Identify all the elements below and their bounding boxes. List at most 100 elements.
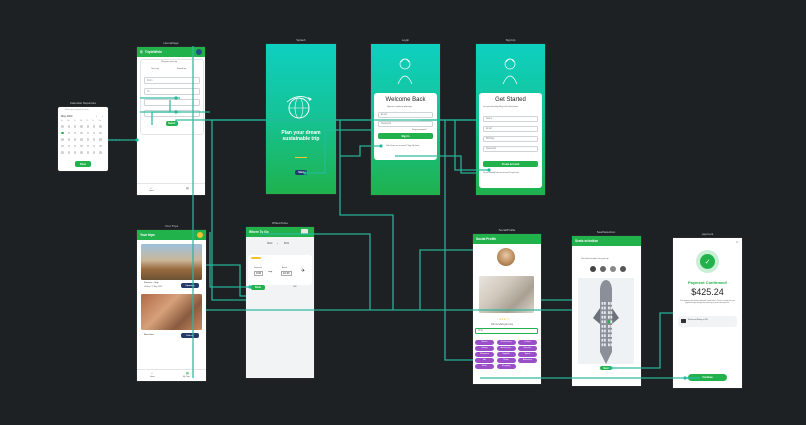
wheretogo-avatar[interactable] [301, 229, 308, 234]
interest-chip[interactable]: Beaches [518, 346, 537, 351]
interests-input[interactable]: Write [475, 328, 538, 334]
calendar-day-cell[interactable] [99, 138, 102, 141]
calendar-day-cell[interactable] [80, 151, 83, 154]
signup-name-field[interactable]: Name [483, 116, 538, 122]
interest-chip[interactable]: Sports [518, 352, 537, 357]
seat[interactable] [604, 306, 606, 310]
signup-email-field[interactable]: Email [483, 126, 538, 132]
seat[interactable] [604, 320, 606, 324]
interest-chip[interactable]: Shopping [496, 364, 516, 369]
seat[interactable] [604, 302, 606, 305]
calendar-day-cell[interactable] [61, 151, 64, 154]
calendar-day-cell[interactable] [61, 131, 64, 135]
trips-nav-icon[interactable]: ▤ [186, 186, 189, 190]
seat[interactable] [601, 325, 604, 328]
calendar-day-cell[interactable] [73, 131, 77, 135]
home-nav-label[interactable]: Home [149, 190, 154, 192]
calendar-day-cell[interactable] [73, 125, 77, 128]
trips-nav-icon[interactable]: ▦ [186, 371, 189, 375]
calendar-day-cell[interactable] [73, 138, 77, 141]
flight-card[interactable]: Departure 9:00 ⟶ Arrival 10:30 ✈ [248, 255, 312, 285]
yourtrips-nav-trips-label[interactable]: My Trips [183, 376, 190, 378]
seat[interactable] [601, 334, 604, 337]
calendar-day-cell[interactable] [67, 131, 71, 135]
signup-password-field[interactable]: Password [483, 146, 538, 152]
close-icon[interactable]: × [736, 240, 738, 244]
cabin-option-first[interactable] [620, 266, 626, 272]
book-button[interactable]: Book [251, 285, 265, 290]
interest-chip[interactable]: Relax [496, 358, 516, 363]
calendar-day-cell[interactable] [73, 151, 77, 154]
interest-chip[interactable]: Music [475, 364, 494, 369]
seat[interactable] [601, 302, 604, 305]
interest-chip[interactable]: Nature [475, 340, 494, 345]
seat[interactable] [608, 343, 610, 347]
interest-chip[interactable]: Gastronomy [496, 340, 516, 345]
chevron-right-icon[interactable]: › [102, 115, 103, 118]
seat[interactable] [610, 329, 613, 333]
calendar-day-cell[interactable] [80, 131, 83, 135]
calendar-day-cell[interactable] [73, 144, 77, 148]
seat[interactable] [610, 320, 613, 324]
seat[interactable] [601, 320, 604, 324]
seat[interactable] [608, 315, 610, 319]
seat[interactable] [604, 329, 606, 333]
signup-footer-link[interactable]: Do you already have an account? Log in h… [483, 172, 520, 174]
seat[interactable] [604, 343, 606, 347]
passengers-field[interactable] [144, 110, 200, 117]
interest-chip[interactable]: Adventure [518, 358, 537, 363]
calendar-day-cell[interactable] [86, 144, 90, 148]
home-nav-icon[interactable]: ⌂ [151, 371, 153, 375]
seat[interactable] [610, 325, 613, 328]
interest-chip[interactable]: Architecture [496, 346, 516, 351]
seat[interactable] [608, 338, 610, 342]
calendar-day-cell[interactable] [86, 151, 90, 154]
menu-icon[interactable]: ☰ [140, 50, 143, 54]
to-field[interactable]: To [144, 88, 200, 95]
login-email-field[interactable]: Email [378, 112, 433, 118]
seat[interactable] [608, 334, 610, 337]
signup-birthday-field[interactable]: Birthday [483, 136, 538, 142]
seats-next-button[interactable]: Next [600, 366, 612, 370]
login-footer-link[interactable]: Don't have an account? Sign Up here [386, 145, 420, 147]
user-avatar[interactable] [196, 49, 202, 55]
seat[interactable] [608, 320, 610, 324]
sign-in-button[interactable]: Sign In [378, 133, 433, 139]
seat[interactable] [608, 325, 610, 328]
calendar-day-cell[interactable] [80, 138, 83, 141]
tab-one-way[interactable]: One way [151, 68, 159, 70]
seat[interactable] [610, 338, 613, 342]
calendar-day-cell[interactable] [67, 151, 71, 154]
calendar-day-cell[interactable] [80, 144, 83, 148]
trip2-status-button[interactable]: Past trip [181, 333, 199, 338]
interest-chip[interactable]: Nightlife [496, 352, 516, 357]
interest-chip[interactable]: History [475, 346, 494, 351]
seat[interactable] [601, 338, 604, 342]
profile-avatar[interactable] [497, 248, 515, 266]
forgot-password-link[interactable]: Forgot password? [412, 129, 427, 131]
calendar-month[interactable]: May 2024 [61, 115, 73, 118]
calendar-day-cell[interactable] [92, 131, 96, 135]
seat[interactable] [604, 325, 606, 328]
calendar-day-cell[interactable] [67, 138, 71, 141]
seat[interactable] [604, 334, 606, 337]
calendar-done-button[interactable]: Done [75, 161, 91, 167]
seat[interactable] [608, 306, 610, 310]
interest-chip[interactable]: Museums [475, 352, 494, 357]
splash-start-button[interactable]: Start [295, 170, 307, 175]
seat[interactable] [610, 311, 613, 314]
trip1-status-button[interactable]: Upcoming [181, 283, 199, 288]
calendar-day-cell[interactable] [67, 125, 71, 128]
calendar-day-cell[interactable] [99, 151, 102, 154]
seat[interactable] [601, 311, 604, 314]
date-field[interactable] [144, 99, 200, 106]
calendar-day-cell[interactable] [86, 138, 90, 141]
search-button[interactable]: Search [166, 121, 178, 126]
seat[interactable] [610, 315, 613, 319]
yourtrips-avatar[interactable] [197, 232, 203, 238]
interest-chip[interactable]: Culture [518, 340, 537, 345]
seat[interactable] [604, 315, 606, 319]
chevron-left-icon[interactable]: ‹ [96, 115, 97, 118]
seat[interactable] [604, 338, 606, 342]
calendar-day-cell[interactable] [92, 151, 96, 154]
